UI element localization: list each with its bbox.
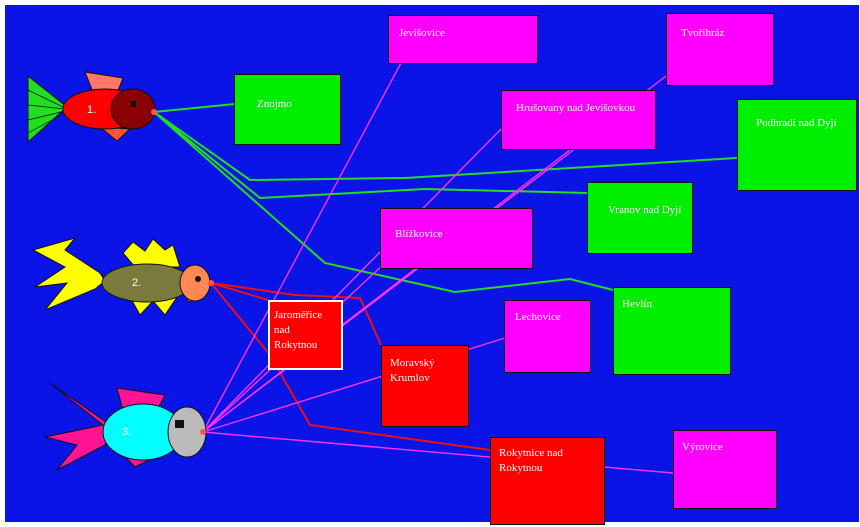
town-box-podhradi[interactable]: Podhradí nad Dyjí	[737, 99, 857, 191]
line-jevisovice	[202, 62, 402, 433]
town-box-lechovice[interactable]: Lechovice	[504, 300, 591, 373]
fish-2-top-fin	[122, 238, 181, 268]
line-podhradi	[153, 111, 738, 182]
fish-3-number: 3.	[122, 426, 131, 438]
town-box-znojmo[interactable]: Znojmo	[234, 74, 341, 145]
line-hevlin	[153, 111, 614, 294]
fish-3-eye	[175, 420, 184, 428]
town-box-vranov[interactable]: Vranov nad Dyjí	[587, 182, 693, 254]
fish-1-mouth	[151, 109, 157, 115]
line-krumlov	[210, 282, 382, 346]
fish-2-eye	[195, 276, 201, 282]
town-box-tvorihraz[interactable]: Tvořihráz	[666, 13, 774, 86]
fish-3[interactable]: 3.	[44, 382, 207, 471]
line-rokytnice	[210, 282, 491, 451]
fish-1-number: 1.	[87, 104, 96, 116]
fish-1-lines	[153, 103, 738, 294]
line-hrusovany-2	[202, 144, 581, 433]
town-box-vyrovice[interactable]: Výrovice	[673, 430, 777, 509]
town-box-blizkovice[interactable]: Blížkovice	[380, 208, 533, 269]
fish-1[interactable]: 1.	[27, 71, 157, 144]
fish-2-lines	[210, 282, 491, 451]
fish-3-mouth	[200, 429, 206, 435]
line-znojmo	[153, 103, 236, 113]
town-box-jaromerice[interactable]: Jaroměřice nad Rokytnou	[268, 300, 343, 370]
town-box-hevlin[interactable]: Hevlín	[613, 287, 731, 375]
fish-2-number: 2.	[132, 277, 141, 289]
fish-1-tail	[27, 74, 68, 144]
town-box-jevisovice[interactable]: Jevišovice	[388, 15, 538, 64]
town-box-hrusovany[interactable]: Hrušovany nad Jevišovkou	[501, 90, 656, 150]
fish-2-body	[101, 263, 193, 303]
town-box-krumlov[interactable]: Moravský Krumlov	[381, 345, 469, 427]
line-jaromerice	[210, 282, 269, 301]
fish-2[interactable]: 2.	[31, 237, 214, 316]
line-hrusovany	[202, 124, 506, 433]
line-vranov	[153, 111, 588, 200]
fish-1-eye	[131, 101, 136, 107]
fish-2-mouth	[208, 280, 214, 286]
fish-3-tail	[44, 382, 111, 471]
town-box-rokytnice[interactable]: Rokytnice nad Rokytnou	[490, 437, 605, 525]
fish-2-tail	[31, 237, 106, 311]
game-board: 1. 2. 3. Znojmo Podhradí nad Dyjí	[5, 5, 859, 525]
